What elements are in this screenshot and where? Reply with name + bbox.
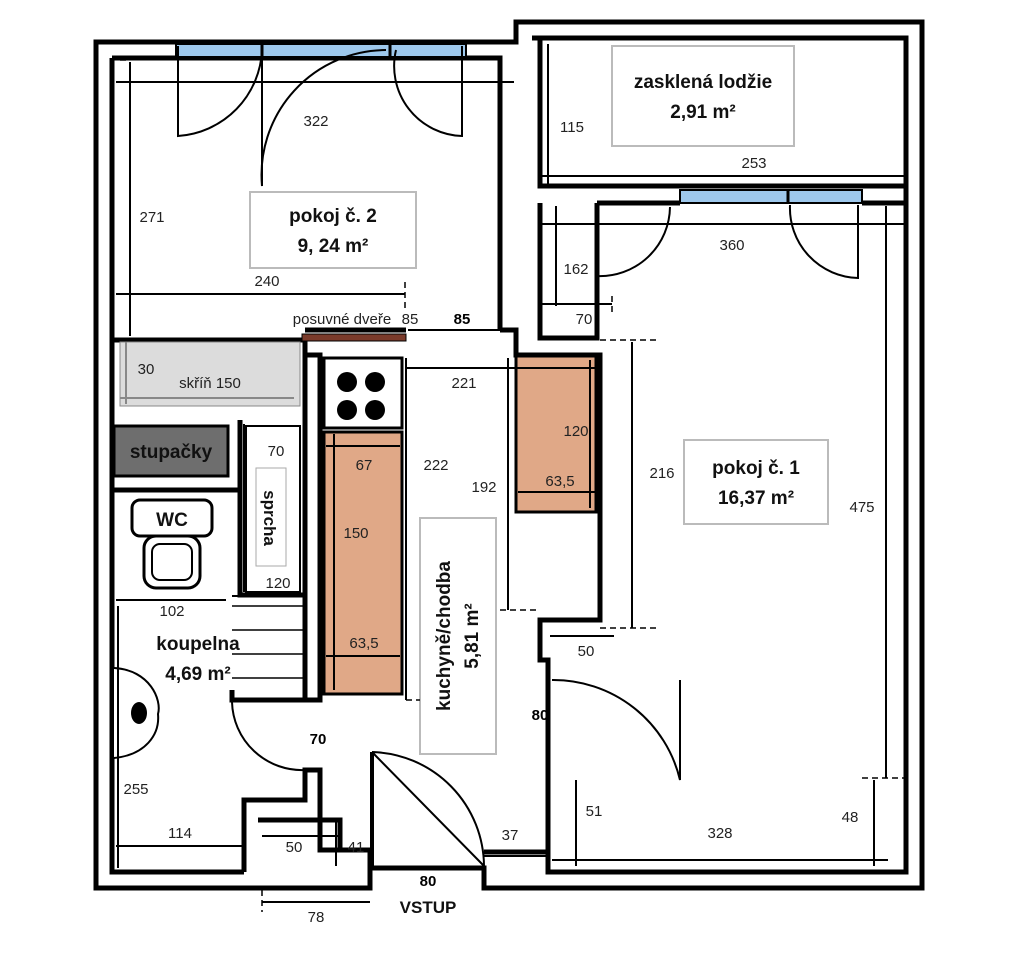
wc-fixture [130,498,214,590]
loggia-area: 2,91 m² [670,102,735,123]
wc-label: WC [156,510,188,531]
dim-475: 475 [849,499,874,516]
dim-255: 255 [123,781,148,798]
dim-50b: 50 [286,839,303,856]
risers-box [112,424,230,478]
kitchen-area: 5,81 m² [462,603,483,668]
dim-162: 162 [563,261,588,278]
kitchen-label: kuchyně/chodba [434,561,455,711]
dim-85a: 85 [402,311,419,328]
dim-120a: 120 [563,423,588,440]
dim-63-left: 63,5 [349,635,378,652]
window-room2 [175,43,467,58]
wardrobe [119,341,301,407]
dim-80a: 80 [532,707,549,724]
sliding-door-label: posuvné dveře [293,311,391,328]
dim-80b: 80 [420,873,437,890]
window-room1 [679,189,863,204]
dim-51: 51 [586,803,603,820]
dim-115: 115 [560,119,584,136]
dim-253: 253 [741,155,766,172]
dim-150: 150 [343,525,368,542]
dimension-lines [116,44,906,912]
entrance-label: VSTUP [400,898,457,917]
dim-221: 221 [451,375,476,392]
dim-360: 360 [719,237,744,254]
dim-114: 114 [168,825,192,842]
counter-left [322,430,404,696]
dim-67: 67 [356,457,373,474]
dim-271: 271 [139,209,164,226]
room1-name: pokoj č. 1 [712,458,800,479]
dim-328: 328 [707,825,732,842]
sink [113,667,160,759]
dim-70c: 70 [310,731,327,748]
dim-102: 102 [159,603,184,620]
dim-30: 30 [138,361,155,378]
room2-area: 9, 24 m² [298,236,369,257]
sliding-door [301,333,407,342]
dim-70b: 70 [268,443,285,460]
loggia-name: zasklená lodžie [634,72,772,93]
doors [177,46,859,869]
dim-37: 37 [502,827,519,844]
room2-name: pokoj č. 2 [289,206,377,227]
dim-63-right: 63,5 [545,473,574,490]
dim-192: 192 [471,479,496,496]
stove [322,356,404,430]
room1-area: 16,37 m² [718,488,794,509]
wardrobe-label: skříň 150 [179,375,241,392]
dim-41: 41 [348,839,365,856]
dim-216: 216 [649,465,674,482]
dim-222: 222 [423,457,448,474]
windows [175,43,863,204]
dim-50a: 50 [578,643,595,660]
bathroom-name: koupelna [156,634,240,655]
dim-78: 78 [308,909,325,926]
dim-70a: 70 [576,311,593,328]
shower-label: sprcha [260,490,279,546]
counter-right [514,354,598,514]
dim-240: 240 [254,273,279,290]
dim-120b: 120 [265,575,290,592]
dim-322: 322 [303,113,328,130]
risers-label: stupačky [130,442,213,463]
room-labels: pokoj č. 2 9, 24 m² zasklená lodžie 2,91… [130,72,800,917]
dimension-labels: 322 271 240 85 85 30 115 253 360 162 70 … [123,113,874,926]
dim-48: 48 [842,809,859,826]
bathroom-area: 4,69 m² [165,664,230,685]
dim-85b: 85 [454,311,471,328]
